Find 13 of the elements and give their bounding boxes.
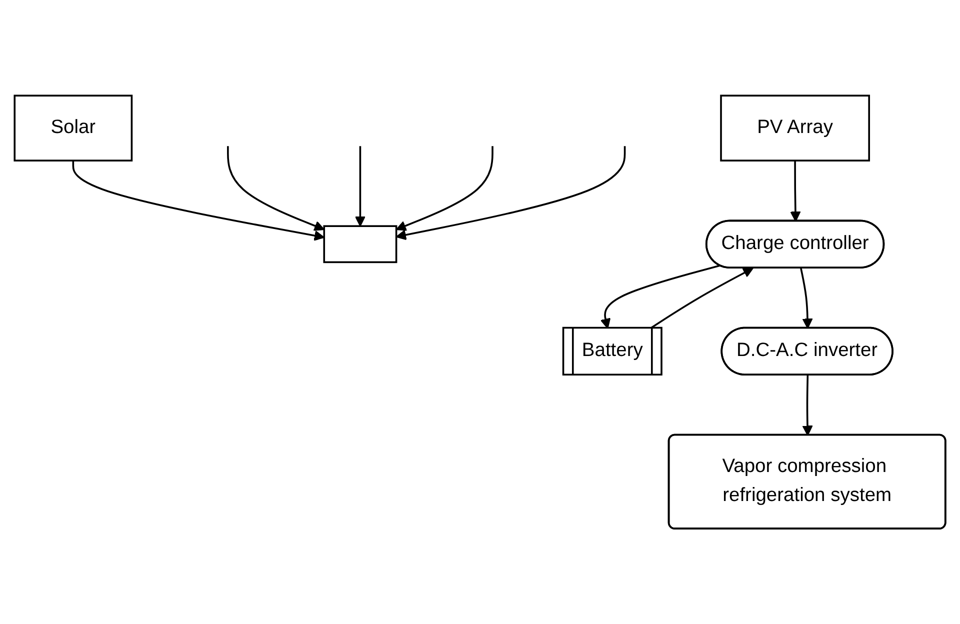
arrow	[600, 264, 720, 329]
arrow	[396, 146, 494, 231]
arrow	[802, 375, 813, 436]
arrow	[227, 146, 325, 231]
node-box: PV Array	[720, 94, 870, 162]
arrow	[650, 268, 754, 329]
arrow	[72, 160, 325, 241]
arrow	[396, 146, 626, 240]
arrow	[790, 160, 801, 222]
arrow	[800, 268, 813, 329]
arrow	[354, 146, 366, 226]
node-box: Solar	[14, 94, 133, 162]
node-bar	[323, 225, 398, 263]
